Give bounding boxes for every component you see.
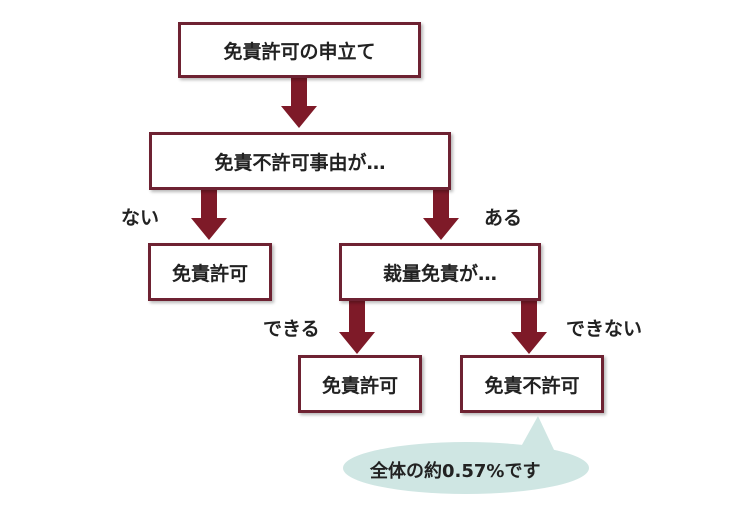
node-discharge-allowed-2-label: 免責許可	[321, 374, 398, 397]
arrow-down-none	[191, 190, 227, 240]
node-non-discharge-reason-label: 免責不許可事由が…	[214, 151, 386, 174]
node-discharge-allowed-1: 免責許可	[148, 243, 272, 301]
arrow-down-not-possible	[511, 300, 547, 354]
node-application: 免責許可の申立て	[178, 22, 421, 78]
branch-label-none: ない	[121, 207, 160, 229]
node-non-discharge-reason: 免責不許可事由が…	[149, 132, 451, 190]
node-discretionary-label: 裁量免責が…	[382, 262, 497, 285]
node-discharge-denied: 免責不許可	[460, 355, 604, 413]
arrow-down-possible	[339, 300, 375, 354]
node-discharge-allowed-1-label: 免責許可	[171, 262, 248, 285]
branch-label-not-possible: できない	[566, 318, 643, 340]
node-discharge-denied-label: 免責不許可	[484, 374, 580, 397]
arrow-down-application	[281, 78, 317, 128]
node-discharge-allowed-2: 免責許可	[298, 355, 422, 413]
arrow-down-exists	[423, 190, 459, 240]
node-application-label: 免責許可の申立て	[223, 40, 376, 63]
node-discretionary: 裁量免責が…	[339, 243, 541, 301]
callout-text: 全体の約0.57%です	[370, 461, 541, 482]
branch-label-exists: ある	[484, 207, 523, 229]
branch-label-possible: できる	[263, 318, 320, 340]
